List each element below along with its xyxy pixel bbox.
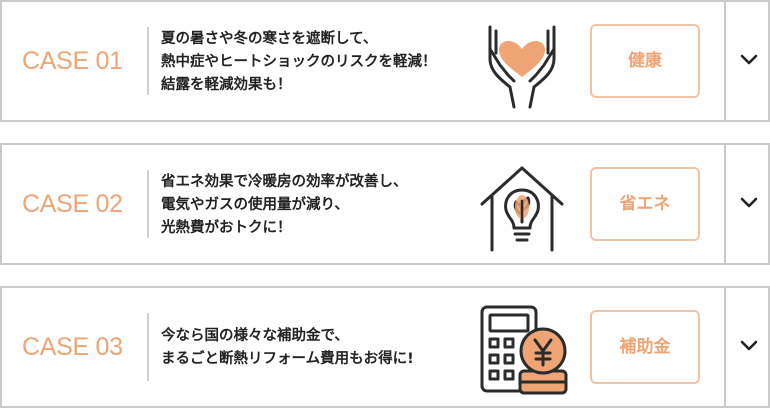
description-line: 電気やガスの使用量が減り、: [161, 197, 349, 213]
tag-energy-saving-button[interactable]: 省エネ: [590, 167, 700, 241]
divider: [147, 27, 149, 95]
expand-toggle[interactable]: [724, 288, 770, 406]
chevron-down-icon: [740, 54, 758, 65]
expand-toggle[interactable]: [724, 145, 770, 263]
divider: [147, 313, 149, 381]
case-card-02: CASE 02 省エネ効果で冷暖房の効率が改善し、 電気やガスの使用量が減り、 …: [0, 143, 770, 265]
description-line: 省エネ効果で冷暖房の効率が改善し、: [161, 174, 408, 190]
calculator-yen-coin-icon: [476, 305, 568, 395]
case-label: CASE 03: [22, 333, 123, 361]
case-description: 今なら国の様々な補助金で、 まるごと断熱リフォーム費用もお得に!: [161, 325, 471, 371]
description-line: 光熱費がおトクに！: [161, 220, 292, 236]
description-line: 今なら国の様々な補助金で、: [161, 328, 349, 344]
heart-hands-icon: [476, 19, 568, 109]
case-card-03: CASE 03 今なら国の様々な補助金で、 まるごと断熱リフォーム費用もお得に!: [0, 286, 770, 408]
tag-health-button[interactable]: 健康: [590, 24, 700, 98]
description-line: 結露を軽減効果も！: [161, 77, 292, 93]
description-line: まるごと断熱リフォーム費用もお得に!: [161, 351, 414, 367]
description-line: 夏の暑さや冬の寒さを遮断して、: [161, 31, 378, 47]
case-label: CASE 02: [22, 190, 123, 218]
case-label: CASE 01: [22, 47, 123, 75]
chevron-down-icon: [740, 340, 758, 351]
description-line: 熱中症やヒートショックのリスクを軽減！: [161, 54, 437, 70]
case-card-01: CASE 01 夏の暑さや冬の寒さを遮断して、 熱中症やヒートショックのリスクを…: [0, 0, 770, 122]
chevron-down-icon: [740, 197, 758, 208]
case-description: 省エネ効果で冷暖房の効率が改善し、 電気やガスの使用量が減り、 光熱費がおトクに…: [161, 171, 471, 240]
divider: [147, 170, 149, 238]
tag-subsidy-button[interactable]: 補助金: [590, 310, 700, 384]
expand-toggle[interactable]: [724, 2, 770, 120]
house-lightbulb-icon: [476, 162, 568, 252]
case-description: 夏の暑さや冬の寒さを遮断して、 熱中症やヒートショックのリスクを軽減！ 結露を軽…: [161, 28, 471, 97]
